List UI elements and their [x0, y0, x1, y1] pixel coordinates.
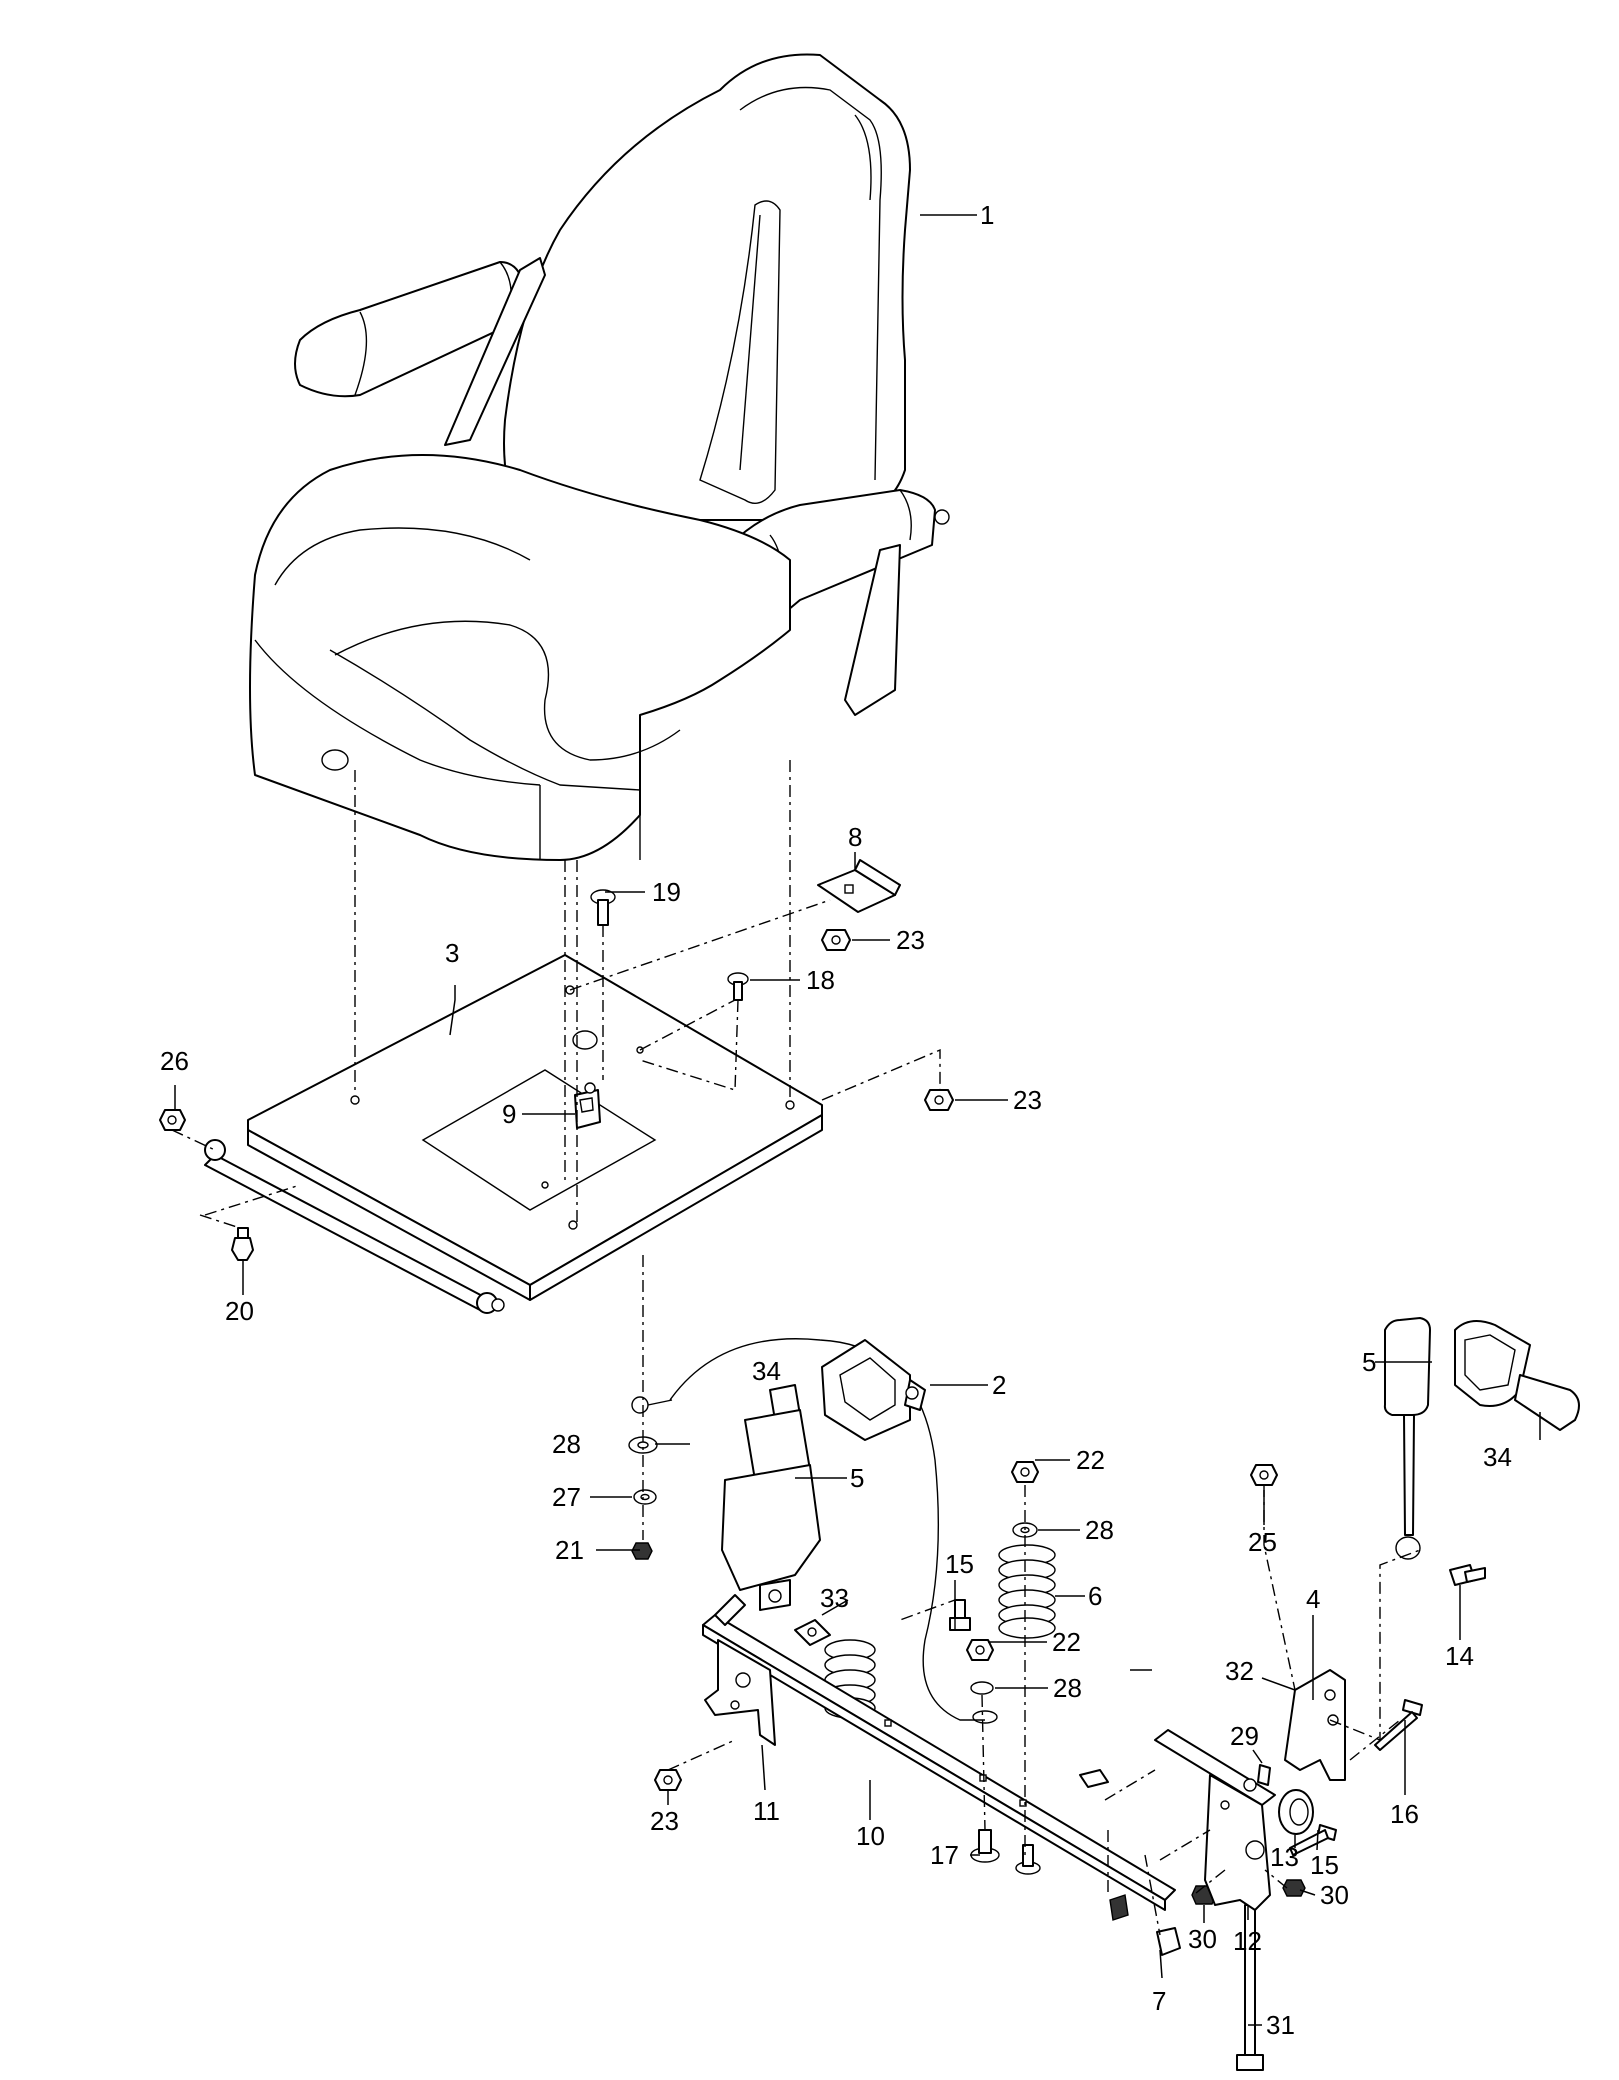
buckle-34-right: [1454, 1320, 1580, 1431]
callout-18: 18: [806, 965, 835, 995]
small-clip: [1079, 1769, 1109, 1788]
seatbelt-5-right: [1383, 1317, 1431, 1560]
assembly-lines: [171, 760, 1421, 1936]
frame-rail: [702, 1594, 1176, 1911]
seat-switch: [574, 1082, 601, 1129]
seatbelt-5-left: [721, 1384, 821, 1611]
callout-23-bracket: 23: [896, 925, 925, 955]
bracket-12: [1154, 1729, 1276, 1911]
bracket-4: [1284, 1669, 1346, 1781]
callout-23-lower: 23: [650, 1806, 679, 1836]
callout-1: 1: [980, 200, 994, 230]
callout-17: 17: [930, 1840, 959, 1870]
seat: [249, 53, 950, 861]
callout-4: 4: [1306, 1584, 1320, 1614]
callout-34-right: 34: [1483, 1442, 1512, 1472]
callout-15-lower: 15: [1310, 1850, 1339, 1880]
callout-5-right: 5: [1362, 1347, 1376, 1377]
callout-6: 6: [1088, 1581, 1102, 1611]
callout-22-lower: 22: [1052, 1627, 1081, 1657]
callout-7: 7: [1152, 1986, 1166, 2016]
callout-labels: 1 2 3 4 5 5 6 7 8 9 10 11 12 13 14 15 15…: [160, 200, 1512, 2040]
callout-31: 31: [1266, 2010, 1295, 2040]
callout-26: 26: [160, 1046, 189, 1076]
leader-lines: [174, 214, 1541, 2026]
callout-8: 8: [848, 822, 862, 852]
callout-27: 27: [552, 1482, 581, 1512]
callout-21: 21: [555, 1535, 584, 1565]
seat-pan: [204, 954, 823, 1314]
callout-13: 13: [1270, 1842, 1299, 1872]
callout-9: 9: [502, 1099, 516, 1129]
bracket-8: [817, 859, 901, 913]
callout-2: 2: [992, 1370, 1006, 1400]
callout-33: 33: [820, 1583, 849, 1613]
callout-32: 32: [1225, 1656, 1254, 1686]
callout-30-left: 30: [1188, 1924, 1217, 1954]
callout-30-right: 30: [1320, 1880, 1349, 1910]
callout-19: 19: [652, 877, 681, 907]
callout-20: 20: [225, 1296, 254, 1326]
callout-11: 11: [753, 1796, 780, 1826]
cable: [631, 1338, 998, 1724]
callout-34-upper: 34: [752, 1356, 781, 1386]
callout-3: 3: [445, 938, 459, 968]
callout-12: 12: [1233, 1926, 1262, 1956]
callout-28-upper: 28: [1085, 1515, 1114, 1545]
callout-29: 29: [1230, 1721, 1259, 1751]
callout-15-upper: 15: [945, 1549, 974, 1579]
callout-16: 16: [1390, 1799, 1419, 1829]
callout-14: 14: [1445, 1641, 1474, 1671]
plate-11: [704, 1639, 776, 1746]
spring-6: [998, 1544, 1056, 1639]
callout-22-upper: 22: [1076, 1445, 1105, 1475]
callout-5-left: 5: [850, 1463, 864, 1493]
callout-23-pan: 23: [1013, 1085, 1042, 1115]
callout-28-left: 28: [552, 1429, 581, 1459]
callout-10: 10: [856, 1821, 885, 1851]
buckle-34-upper: [821, 1339, 926, 1441]
callout-28-lower: 28: [1053, 1673, 1082, 1703]
callout-25: 25: [1248, 1527, 1277, 1557]
